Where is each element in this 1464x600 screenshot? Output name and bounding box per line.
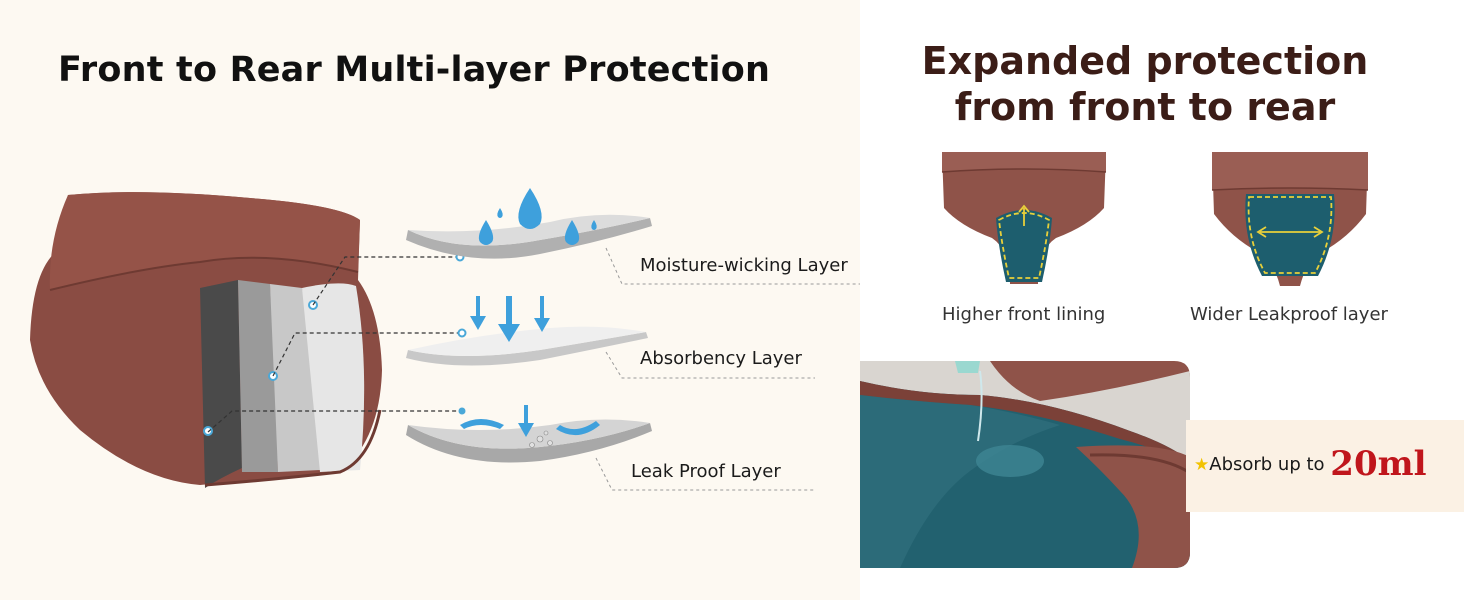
right-title: Expanded protection from front to rear [900,38,1390,130]
layer-label-leak-proof: Leak Proof Layer [631,461,781,482]
absorb-callout-background [1186,420,1464,512]
main-title: Front to Rear Multi-layer Protection [58,50,771,90]
moisture-wicking-layer-illustration [406,188,652,259]
brief-cross-section-illustration [30,192,382,488]
leak-proof-layer-illustration [406,405,652,463]
right-title-line-2: from front to rear [954,85,1336,129]
layer-label-absorbency: Absorbency Layer [640,348,802,369]
star-icon: ★ [1194,455,1210,475]
absorb-callout: ★Absorb up to 20ml [1194,444,1427,484]
caption-higher-front-lining: Higher front lining [942,304,1106,325]
arrow-down-icon [470,296,550,342]
connector-lines [207,247,860,491]
back-brief-illustration [1211,152,1369,286]
front-brief-illustration [941,152,1107,284]
absorbency-layer-illustration [406,296,648,366]
absorb-prefix: Absorb up to [1209,454,1325,475]
absorb-demo-photo [860,361,1190,568]
water-drop-icon [478,188,597,245]
right-title-line-1: Expanded protection [921,39,1369,83]
absorb-amount: 20ml [1330,444,1427,484]
caption-wider-leakproof-layer: Wider Leakproof layer [1190,304,1388,325]
layer-label-moisture-wicking: Moisture-wicking Layer [640,255,848,276]
